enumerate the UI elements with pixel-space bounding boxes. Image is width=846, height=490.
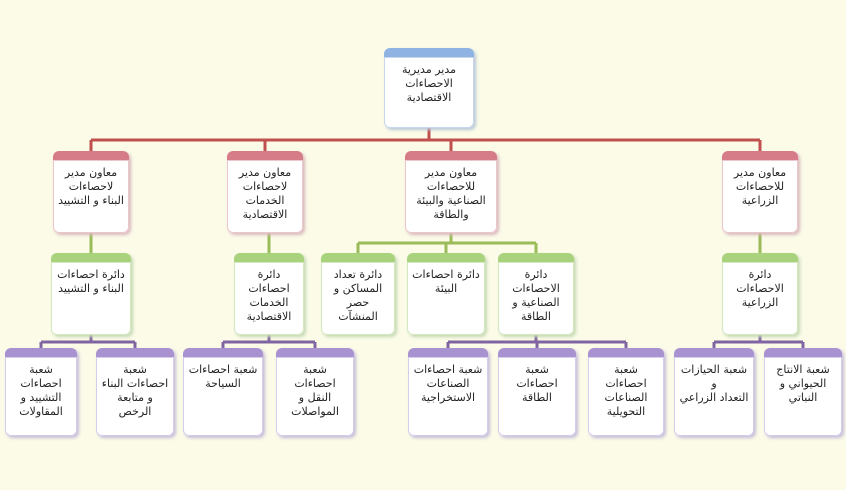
department-construction-box: دائرة احصاءات البناء و التشييد xyxy=(51,253,131,335)
department-environment-label: دائرة احصاءات البيئة xyxy=(412,268,480,295)
section-manufacturing-box: شعبة احصاءات الصناعات التحويلية xyxy=(588,348,664,436)
deputy-construction-box: معاون مدير لاحصاءات البناء و التشييد xyxy=(53,151,129,233)
department-industry-label: دائرة الاحصاءات الصناعية و الطاقة xyxy=(512,268,560,323)
section-livestock-label: شعبة الانتاج الحيواني و النباتي xyxy=(776,363,830,404)
department-agriculture-label: دائرة الاحصاءات الزراعية xyxy=(736,268,784,309)
section-holdings-label: شعبة الحيازات و التعداد الزراعي xyxy=(679,363,749,404)
section-extractive-label: شعبة احصاءات الصناعات الاستخراجية xyxy=(413,363,483,404)
root-director-box: مدير مديرية الاحصاءات الاقتصادية xyxy=(384,48,474,128)
section-transport-box: شعبة احصاءات النقل و المواصلات xyxy=(276,348,354,436)
section-tourism-label: شعبة احصاءات السياحة xyxy=(188,363,258,390)
deputy-services-label: معاون مدير لاحصاءات الخدمات الاقتصادية xyxy=(238,166,292,221)
section-holdings-box: شعبة الحيازات و التعداد الزراعي xyxy=(674,348,754,436)
section-energy-label: شعبة احصاءات الطاقة xyxy=(516,363,558,404)
deputy-agriculture-label: معاون مدير للاحصاءات الزراعية xyxy=(733,166,787,207)
department-services-label: دائرة احصاءات الخدمات الاقتصادية xyxy=(246,268,292,323)
deputy-agriculture-box: معاون مدير للاحصاءات الزراعية xyxy=(722,151,798,233)
section-transport-label: شعبة احصاءات النقل و المواصلات xyxy=(291,363,339,418)
deputy-industry-label: معاون مدير للاحصاءات الصناعية والبيئة وا… xyxy=(416,166,486,221)
department-census-box: دائرة تعداد المساكن و حصر المنشآت xyxy=(321,253,395,335)
section-licenses-box: شعبة احصاءات البناء و متابعة الرخص xyxy=(96,348,174,436)
root-director-label: مدير مديرية الاحصاءات الاقتصادية xyxy=(401,63,457,104)
section-extractive-box: شعبة احصاءات الصناعات الاستخراجية xyxy=(408,348,488,436)
deputy-industry-box: معاون مدير للاحصاءات الصناعية والبيئة وا… xyxy=(405,151,497,233)
section-contracting-label: شعبة احصاءات التشييد و المقاولات xyxy=(19,363,63,418)
section-energy-box: شعبة احصاءات الطاقة xyxy=(498,348,576,436)
department-construction-label: دائرة احصاءات البناء و التشييد xyxy=(57,268,125,295)
deputy-construction-label: معاون مدير لاحصاءات البناء و التشييد xyxy=(58,166,124,207)
section-contracting-box: شعبة احصاءات التشييد و المقاولات xyxy=(5,348,77,436)
section-manufacturing-label: شعبة احصاءات الصناعات التحويلية xyxy=(604,363,648,418)
section-tourism-box: شعبة احصاءات السياحة xyxy=(183,348,263,436)
department-census-label: دائرة تعداد المساكن و حصر المنشآت xyxy=(333,268,383,323)
department-services-box: دائرة احصاءات الخدمات الاقتصادية xyxy=(234,253,304,335)
department-industry-box: دائرة الاحصاءات الصناعية و الطاقة xyxy=(498,253,574,335)
section-licenses-label: شعبة احصاءات البناء و متابعة الرخص xyxy=(101,363,169,418)
department-environment-box: دائرة احصاءات البيئة xyxy=(407,253,485,335)
department-agriculture-box: دائرة الاحصاءات الزراعية xyxy=(722,253,798,335)
deputy-services-box: معاون مدير لاحصاءات الخدمات الاقتصادية xyxy=(227,151,303,233)
section-livestock-box: شعبة الانتاج الحيواني و النباتي xyxy=(764,348,842,436)
